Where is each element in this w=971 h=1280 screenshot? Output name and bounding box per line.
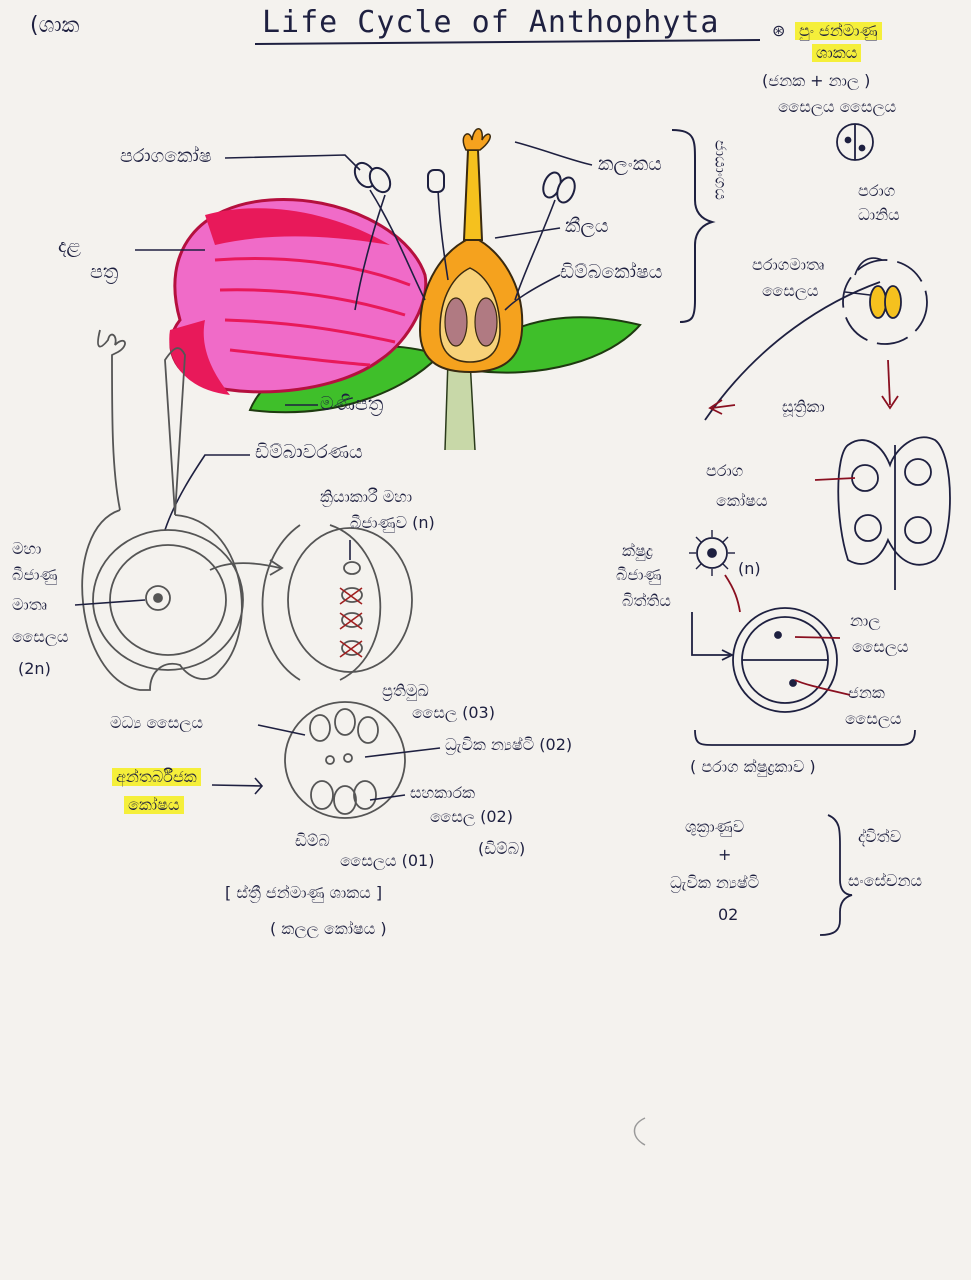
pollen-sac-label-right-2: කෝෂය <box>716 491 768 510</box>
microspore-label-2: බීජාණු <box>616 565 662 584</box>
pistil-style <box>462 149 484 241</box>
antipodal-label: ප්‍රතිමුඛ <box>382 681 429 700</box>
flower-drawing <box>169 128 716 451</box>
polar-nuclei-label-right: ධ්‍රැවික න්‍යෂ්ටි <box>670 873 760 892</box>
antipodal-label-2: සෛල (03) <box>412 703 495 722</box>
egg-cell-label-2: සෛලය (01) <box>340 851 435 870</box>
pollen-sac-label-right: පරාග <box>706 461 744 480</box>
double-fertilization-label-2: සංසේචනය <box>848 871 922 890</box>
plus-label: + <box>718 845 732 864</box>
sepal-label: මණිපත්‍ර <box>320 393 384 415</box>
female-gametophyte-label: [ ස්ත්‍රී ජන්මාණු ශාකය ] <box>225 883 383 902</box>
embryo-sac-label-2: කෝෂය <box>124 796 184 814</box>
embryo-sac-name-label: ( කලල කෝෂය ) <box>270 919 387 938</box>
male-gametophyte-label-2: ශාකය <box>812 44 862 62</box>
flower-leaders <box>135 141 593 531</box>
generative-cell-label-2: සෛලය <box>845 709 902 728</box>
corner-label: (ශාක <box>30 13 80 38</box>
ovule-wall-label: ඩිම්බාවරණය <box>255 441 363 463</box>
mother-cell-label-2: සෛලය <box>12 627 69 646</box>
flower-stem <box>444 359 476 451</box>
megaspore-label: මහා <box>12 539 42 558</box>
pollen-drawing <box>689 123 951 936</box>
functional-megaspore-label: ක්‍රියාකාරී මහා <box>320 487 413 506</box>
tube-cell-label-2: සෛලය <box>852 637 909 656</box>
petal-label: දළ <box>58 235 81 257</box>
carpel-label: ජායාංගය <box>711 140 731 200</box>
style-label: කීලය <box>565 215 609 237</box>
pollen-mother-label: පරාගමාතෘ <box>752 255 825 274</box>
pollen-grain-label: පරාග <box>858 181 896 200</box>
polar-nuclei-label: ධ්‍රැවික න්‍යෂ්ටි (02) <box>445 735 573 754</box>
ovule-drawing <box>81 329 413 819</box>
male-gametophyte-label: පුං ජන්මාණු <box>795 22 882 40</box>
polar-count-label: 02 <box>718 905 739 924</box>
male-gametophyte-parts: (ජනක + නාල ) <box>762 71 871 90</box>
tube-cell-label: නාල <box>850 611 881 630</box>
page-title: Life Cycle of Anthophyta <box>262 5 720 40</box>
filament-label: සූත්‍රිකා <box>782 397 825 416</box>
note-star-icon: ⊛ <box>772 21 786 40</box>
petal-label-2: පත්‍ර <box>90 261 119 283</box>
stigma-label: කලංකය <box>598 153 662 175</box>
pollen-grain-label-2: ධානිය <box>858 205 900 224</box>
pollen-sac-label: පරාගකෝෂ <box>120 145 212 167</box>
generative-cell-label: ජනක <box>848 683 885 702</box>
ovule-leaders <box>74 540 441 801</box>
carpel-bracket <box>671 129 716 323</box>
haploid-label: (n) <box>738 559 761 578</box>
synergid-label-2: සෛල (02) <box>430 807 513 826</box>
microspore-label: ක්ෂුද්‍ර <box>622 541 653 560</box>
sperm-label: ශුක්‍රාණුව <box>685 817 745 836</box>
mother-cell-label: මාතෘ <box>12 595 48 614</box>
diploid-label: (2n) <box>18 659 51 678</box>
ovary-label: ඩිම්බකෝෂය <box>560 261 663 283</box>
synergid-label: සහකාරක <box>410 783 476 802</box>
title-underline <box>254 39 761 45</box>
pistil-stigma <box>462 128 491 151</box>
pollen-mother-label-2: සෛලය <box>762 281 819 300</box>
megaspore-label-2: බීජාණු <box>12 565 58 584</box>
double-fertilization-label: ද්විත්ව <box>858 827 902 846</box>
central-cell-label: මධ්‍ය සෛලය <box>110 713 203 732</box>
male-gametophyte-cells: සෛලය සෛලය <box>778 97 897 116</box>
functional-megaspore-label-2: බීජාණුව (n) <box>350 513 435 532</box>
pollen-grain-caption: ( පරාග ක්ෂුද්‍රකාව ) <box>690 757 816 776</box>
egg-cell-label: ඩිම්බ <box>295 831 330 850</box>
microspore-label-3: බිත්තිය <box>622 591 671 610</box>
page-mark <box>633 1117 646 1146</box>
egg-bracket-label: (ඩිම්බ) <box>478 839 526 858</box>
pollen-leaders <box>844 257 883 296</box>
embryo-sac-label: අන්තර්බීජක <box>112 768 201 786</box>
